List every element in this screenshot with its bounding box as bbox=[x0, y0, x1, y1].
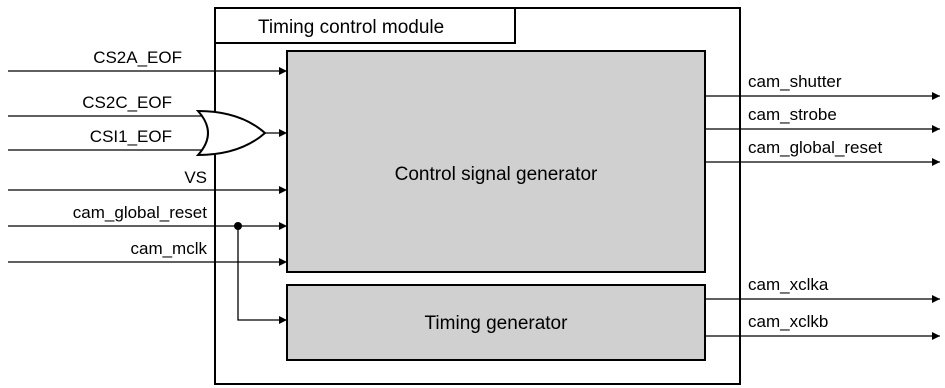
output-label-cam-xclkb: cam_xclkb bbox=[748, 312, 828, 331]
input-label-cs2c-eof: CS2C_EOF bbox=[82, 93, 172, 112]
input-label-vs: VS bbox=[184, 168, 207, 187]
output-label-cam-global-reset: cam_global_reset bbox=[748, 138, 882, 157]
output-label-cam-shutter: cam_shutter bbox=[748, 72, 842, 91]
control-signal-generator-block bbox=[286, 50, 706, 273]
input-label-cam-mclk: cam_mclk bbox=[130, 239, 207, 258]
output-label-cam-xclka: cam_xclka bbox=[748, 275, 829, 294]
module-title: Timing control module bbox=[258, 17, 444, 38]
output-label-cam-strobe: cam_strobe bbox=[748, 105, 837, 124]
control-signal-generator-label: Control signal generator bbox=[395, 164, 598, 185]
or-gate-icon bbox=[195, 109, 267, 157]
input-label-cam-global-reset: cam_global_reset bbox=[73, 203, 207, 222]
input-label-cs2a-eof: CS2A_EOF bbox=[93, 48, 182, 67]
timing-generator-block bbox=[286, 284, 706, 361]
timing-generator-label: Timing generator bbox=[425, 313, 569, 334]
timing-generator-input-wire bbox=[237, 226, 287, 324]
module-title-tab bbox=[214, 7, 516, 44]
input-label-csi1-eof: CSI1_EOF bbox=[90, 127, 172, 146]
